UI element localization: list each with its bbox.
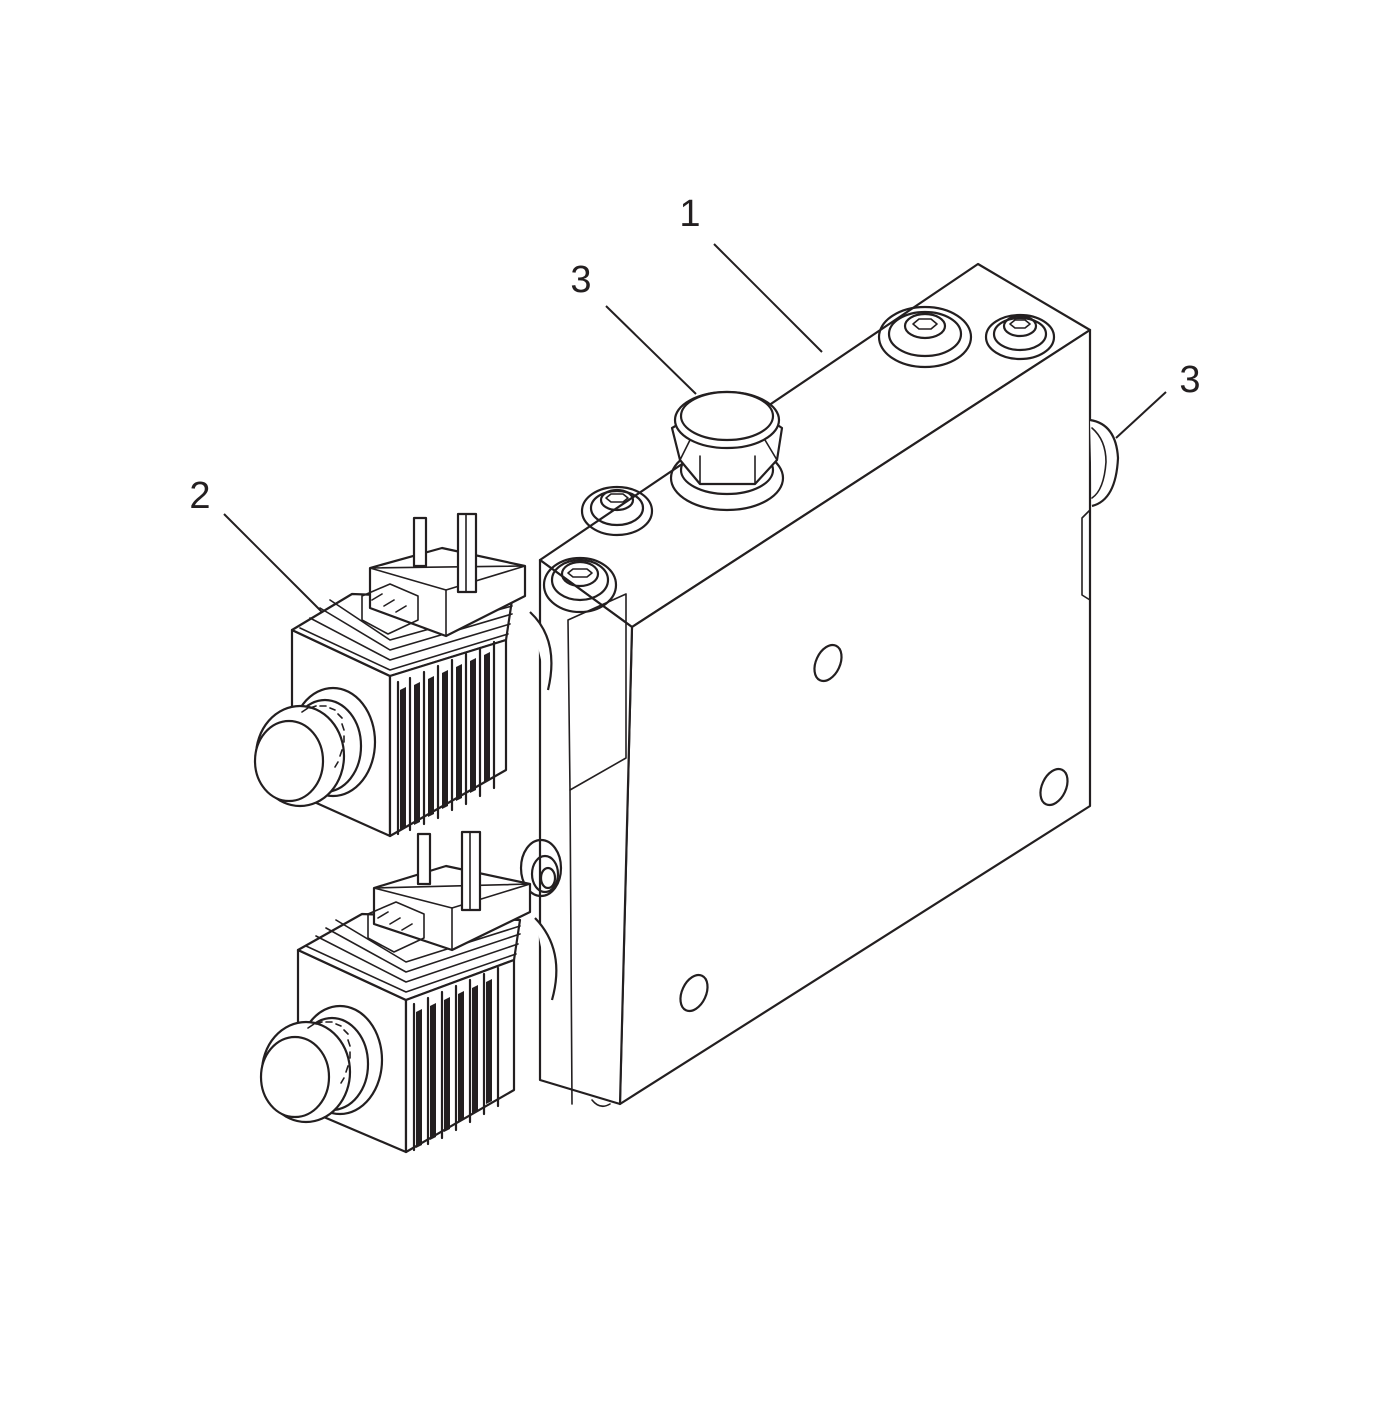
top-plug-screw-1: [877, 305, 973, 369]
solenoid-coil-lower: [259, 830, 558, 1154]
top-plug-screw-3: [580, 485, 654, 537]
callout-1: 1: [679, 193, 823, 353]
side-port-plug: [519, 838, 563, 898]
leader-line-1: [713, 243, 823, 353]
callout-3a: 3: [570, 259, 697, 395]
leader-line-2: [223, 513, 323, 613]
top-plug-screw-2: [984, 313, 1056, 361]
callout-label-3-side: 3: [1179, 359, 1200, 401]
callout-label-2: 2: [189, 475, 210, 517]
callout-label-1: 1: [679, 193, 700, 235]
knurl-lines-upper: [301, 705, 345, 768]
hex-plug-side: [1089, 418, 1120, 508]
leader-line-3-side: [1115, 391, 1167, 439]
valve-body: [538, 262, 1092, 1108]
solenoid-coil-upper: [253, 512, 553, 838]
callout-label-3-top: 3: [570, 259, 591, 301]
callout-2: 2: [189, 475, 323, 613]
hex-plug-top: [669, 390, 785, 512]
leader-line-3-top: [605, 305, 697, 395]
knurl-lines-lower: [307, 1021, 351, 1084]
front-plug-screw: [542, 556, 618, 614]
coil-fins-lower: [305, 919, 521, 1154]
callout-3b: 3: [1115, 359, 1201, 439]
coil-fins-upper: [299, 599, 513, 838]
